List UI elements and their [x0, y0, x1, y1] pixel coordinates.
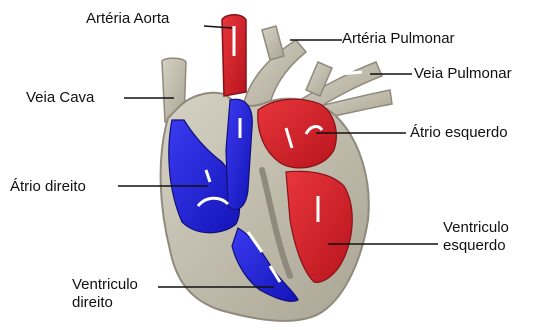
label-arteria-aorta: Artéria Aorta: [86, 10, 169, 27]
label-veia-cava: Veia Cava: [26, 89, 94, 106]
label-ventriculo-esquerdo-line1: Ventriculo: [443, 219, 509, 236]
label-arteria-pulmonar: Artéria Pulmonar: [342, 30, 455, 47]
label-ventriculo-direito-line1: Ventriculo: [72, 276, 138, 293]
label-atrio-direito: Átrio direito: [10, 178, 86, 195]
label-atrio-esquerdo: Átrio esquerdo: [410, 124, 508, 141]
label-ventriculo-esquerdo-line2: esquerdo: [443, 237, 506, 254]
label-ventriculo-direito-line2: direito: [72, 294, 113, 311]
label-veia-pulmonar: Veia Pulmonar: [414, 65, 512, 82]
